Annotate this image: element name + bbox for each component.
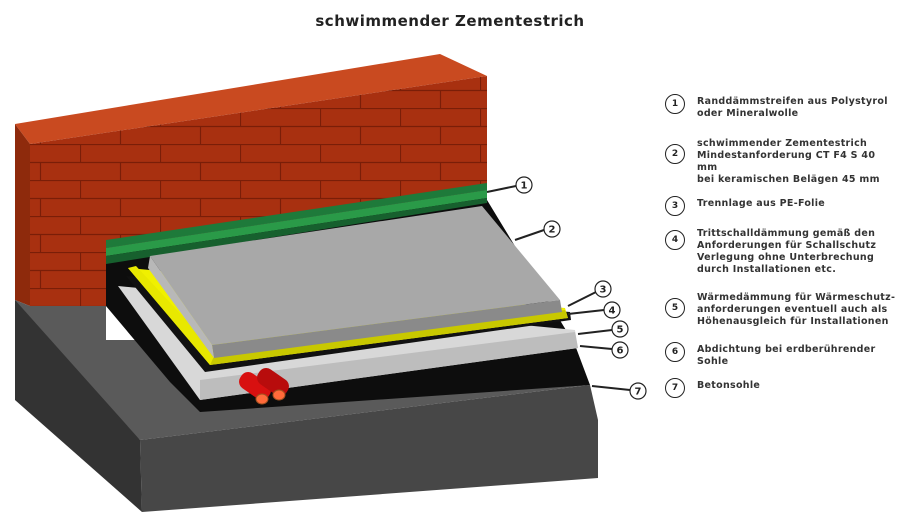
callout-2: 2 [514,220,561,241]
legend-text: Trennlage aus PE-Folie [697,198,826,209]
callout-6: 6 [579,341,629,359]
legend-item-2: 2 schwimmender Zementestrich Mindestanfo… [665,136,897,186]
legend-number: 6 [665,342,685,362]
callout-4: 4 [567,301,621,319]
legend-number: 1 [665,94,685,114]
legend-item-5: 5 Wärmedämmung für Wärmeschutz- anforder… [665,290,897,328]
legend-text: schwimmender Zementestrich Mindestanford… [697,138,880,185]
legend-text: Abdichtung bei erdberührender Sohle [697,344,876,367]
brick-wall [15,54,487,306]
callout-3: 3 [567,280,612,307]
svg-text:2: 2 [549,225,556,236]
legend-number: 5 [665,298,685,318]
heating-pipes [239,368,289,405]
callout-5: 5 [577,320,629,338]
legend-text: Trittschalldämmung gemäß den Anforderung… [697,228,877,275]
legend-text: Betonsohle [697,380,761,391]
legend-text: Wärmedämmung für Wärmeschutz- anforderun… [697,292,896,327]
edge-insulation-strip [106,183,487,264]
legend-number: 7 [665,378,685,398]
legend-number: 2 [665,144,685,164]
svg-text:4: 4 [609,306,616,317]
legend-item-7: 7 Betonsohle [665,378,897,398]
callout-7: 7 [591,382,647,400]
legend-number: 3 [665,196,685,216]
svg-text:3: 3 [600,285,607,296]
callout-1: 1 [486,176,533,194]
legend-item-3: 3 Trennlage aus PE-Folie [665,196,897,216]
legend-number: 4 [665,230,685,250]
legend: 1 Randdämmstreifen aus Polystyrol oder M… [665,94,897,398]
legend-text: Randdämmstreifen aus Polystyrol oder Min… [697,96,888,119]
svg-text:6: 6 [617,346,624,357]
svg-text:7: 7 [635,387,642,398]
svg-text:5: 5 [617,325,624,336]
diagram-title: schwimmender Zementestrich [315,12,584,30]
legend-item-1: 1 Randdämmstreifen aus Polystyrol oder M… [665,94,897,120]
legend-item-4: 4 Trittschalldämmung gemäß den Anforderu… [665,226,897,276]
legend-item-6: 6 Abdichtung bei erdberührender Sohle [665,342,897,368]
cement-screed [148,206,562,358]
svg-text:1: 1 [521,181,528,192]
